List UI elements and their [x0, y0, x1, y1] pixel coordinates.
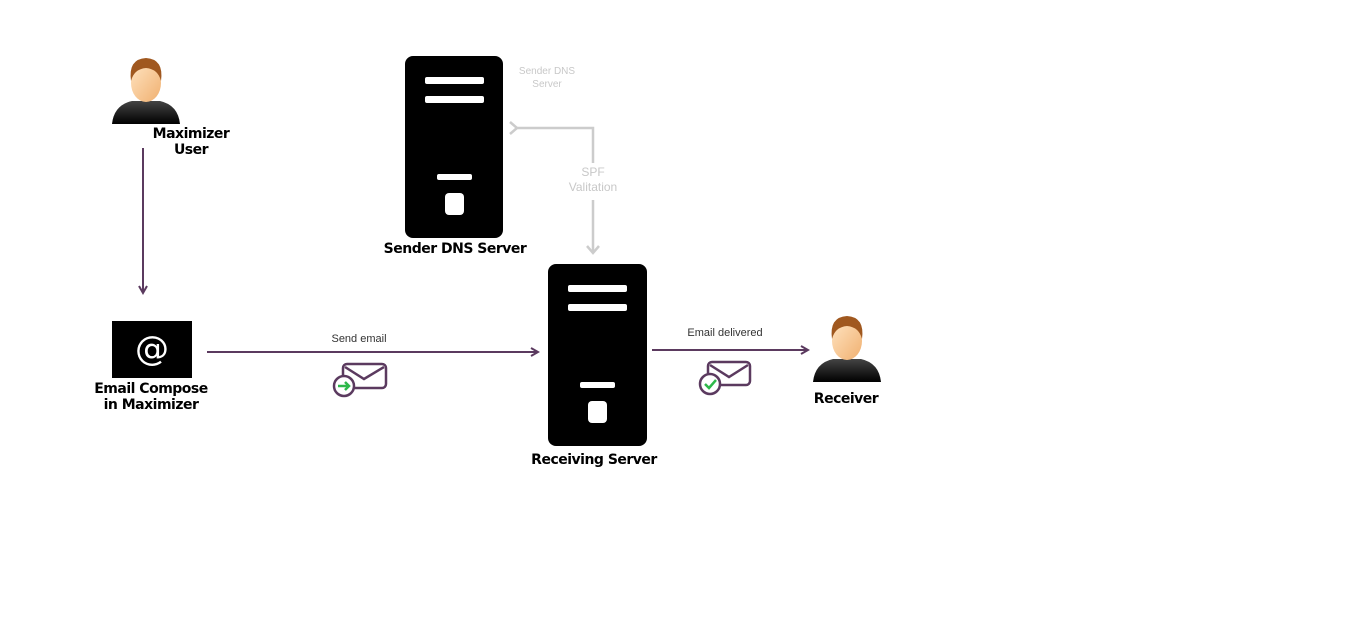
user-label-line2: User — [173, 142, 209, 158]
dns-target-line2: Server — [532, 79, 562, 90]
receiver-label: Receiver — [813, 391, 879, 407]
compose-label-line2: in Maximizer — [103, 397, 199, 413]
envelope-arrow-icon — [332, 362, 388, 398]
compose-label-line1: Email Compose — [94, 381, 208, 397]
user-label-line1: Maximizer — [152, 126, 230, 142]
receiving-server-icon — [548, 264, 647, 446]
receiving-server-label: Receiving Server — [531, 452, 657, 468]
compose-label: Email Compose in Maximizer — [94, 381, 208, 413]
envelope-check-icon — [698, 360, 752, 396]
email-compose-box — [112, 321, 192, 378]
spf-to-dns-arrow — [509, 121, 595, 163]
at-sign-icon: @ — [135, 329, 169, 369]
sender-dns-server-icon — [405, 56, 503, 238]
send-email-label: Send email — [331, 333, 387, 345]
email-delivered-label: Email delivered — [687, 327, 763, 339]
spf-line2: Valitation — [568, 180, 618, 194]
user-label: Maximizer User — [153, 126, 230, 158]
dns-target-label: Sender DNS Server — [519, 65, 575, 91]
spf-validation-label: SPF Valitation — [569, 165, 617, 195]
dns-target-line1: Sender DNS — [518, 66, 576, 77]
spf-line1: SPF — [581, 165, 605, 179]
receiver-person-icon — [813, 316, 881, 382]
user-person-icon — [112, 58, 180, 124]
sender-dns-label: Sender DNS Server — [383, 241, 527, 257]
